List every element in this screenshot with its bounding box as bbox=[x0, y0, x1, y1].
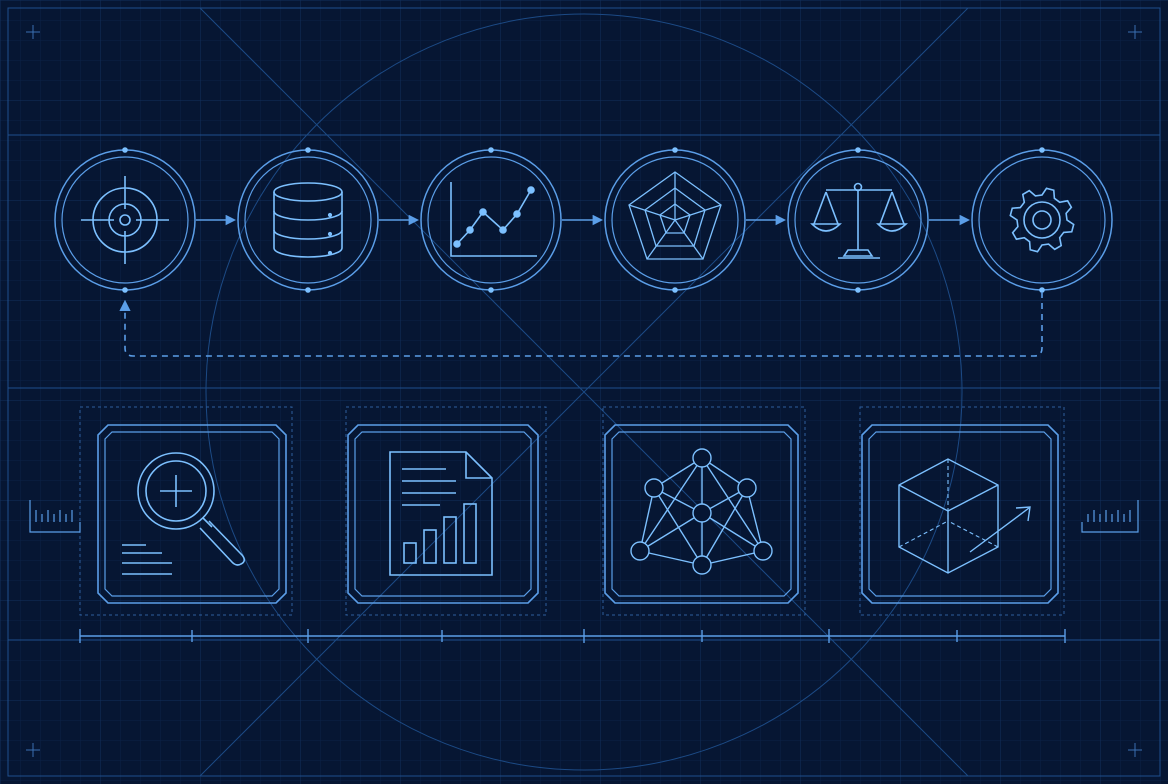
bottom-scale-bar bbox=[79, 629, 1066, 643]
line-chart-icon bbox=[450, 182, 537, 257]
stage-data[interactable] bbox=[237, 147, 379, 293]
card-network[interactable] bbox=[604, 424, 799, 604]
stage-radar[interactable] bbox=[604, 147, 746, 293]
radar-chart-icon bbox=[628, 171, 722, 260]
network-graph-icon bbox=[630, 448, 773, 575]
stage-trend[interactable] bbox=[420, 147, 562, 293]
outer-frame bbox=[7, 7, 1161, 777]
report-document-icon bbox=[389, 451, 493, 576]
stage-target[interactable] bbox=[54, 147, 196, 293]
feedback-loop-arrow bbox=[119, 292, 1043, 357]
gear-icon bbox=[1009, 187, 1075, 253]
target-icon bbox=[81, 176, 169, 264]
database-icon bbox=[273, 182, 343, 258]
card-model[interactable] bbox=[861, 424, 1059, 604]
stage-settings[interactable] bbox=[971, 147, 1113, 293]
3d-cube-icon bbox=[898, 458, 1031, 574]
stage-balance[interactable] bbox=[787, 147, 929, 293]
corner-marks bbox=[26, 25, 1142, 757]
magnifier-plus-icon bbox=[122, 452, 246, 575]
construction-lines bbox=[199, 7, 969, 777]
balance-scale-icon bbox=[810, 182, 908, 259]
card-guides bbox=[79, 406, 1065, 616]
right-ruler bbox=[1081, 500, 1139, 533]
tool-cards bbox=[29, 406, 1139, 643]
card-report[interactable] bbox=[347, 424, 539, 604]
card-search[interactable] bbox=[97, 424, 287, 604]
left-ruler bbox=[29, 500, 81, 533]
process-flow bbox=[54, 147, 1113, 357]
